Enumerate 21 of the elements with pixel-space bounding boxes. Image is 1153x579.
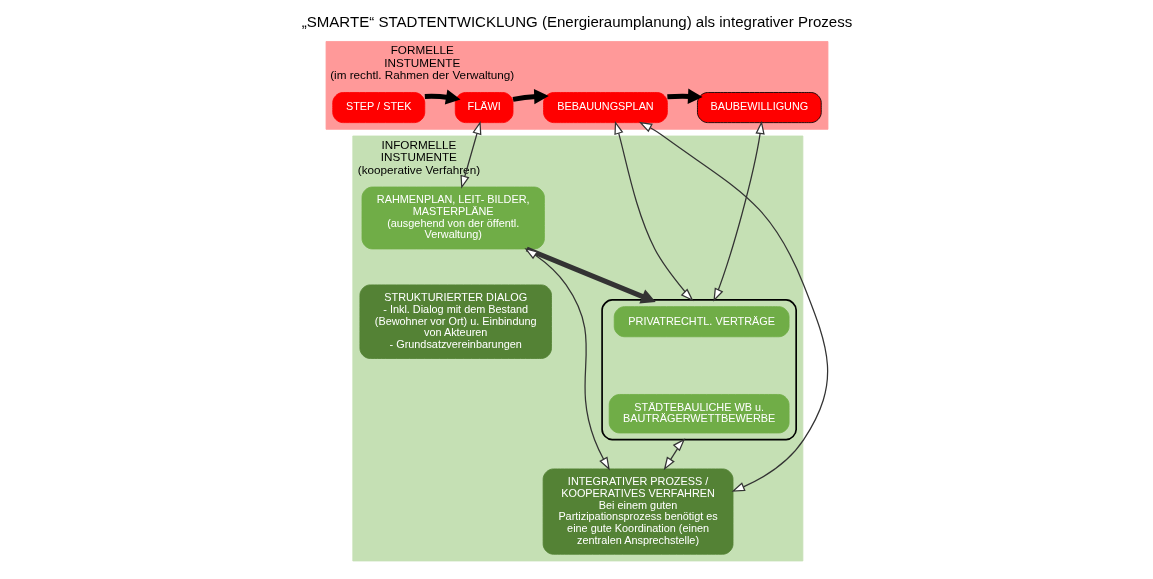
arrow [523,247,610,471]
node-box: STRUKTURIERTER DIALOG - Inkl. Dialog mit dem Bestand (Bewohner vor Ort) u. Einbindung von Akteuren - Grundsatzvereinbarungen [359,284,552,359]
arrow [525,246,656,304]
arrow [613,120,694,302]
node-box: STEP / STEK [331,92,425,124]
node-box: INTEGRATIVER PROZESS / KOOPERATIVES VERFAHREN Bei einem guten Partizipationsprozess benötigt es eine gute Koordination (einen zentralen Ansprechstelle) [542,468,733,555]
node-box: BAUBEWILLIGUNG [696,92,822,124]
cluster [600,299,797,441]
arrow [666,88,703,104]
node-box: BEBAUUNGSPLAN [542,92,668,124]
arrow [638,121,828,492]
node-box: FLÄWI [454,92,513,124]
arrow [712,120,765,302]
arrow [512,88,549,105]
arrow [663,438,685,471]
arrow [459,121,481,189]
node-box: PRIVATRECHTL. VERTRÄGE [613,306,789,338]
node-box: RAHMENPLAN, LEIT- BILDER, MASTERPLÄNE (ausgehend von der öffentl. Verwaltung) [361,186,545,250]
node-box: STÄDTEBAULICHE WB u. BAUTRÄGERWETTBEWERBE [608,394,789,434]
arrow [424,89,460,105]
diagram-title: „SMARTE“ STADTENTWICKLUNG (Energieraumplanung) als integrativer Prozess [301,12,852,30]
